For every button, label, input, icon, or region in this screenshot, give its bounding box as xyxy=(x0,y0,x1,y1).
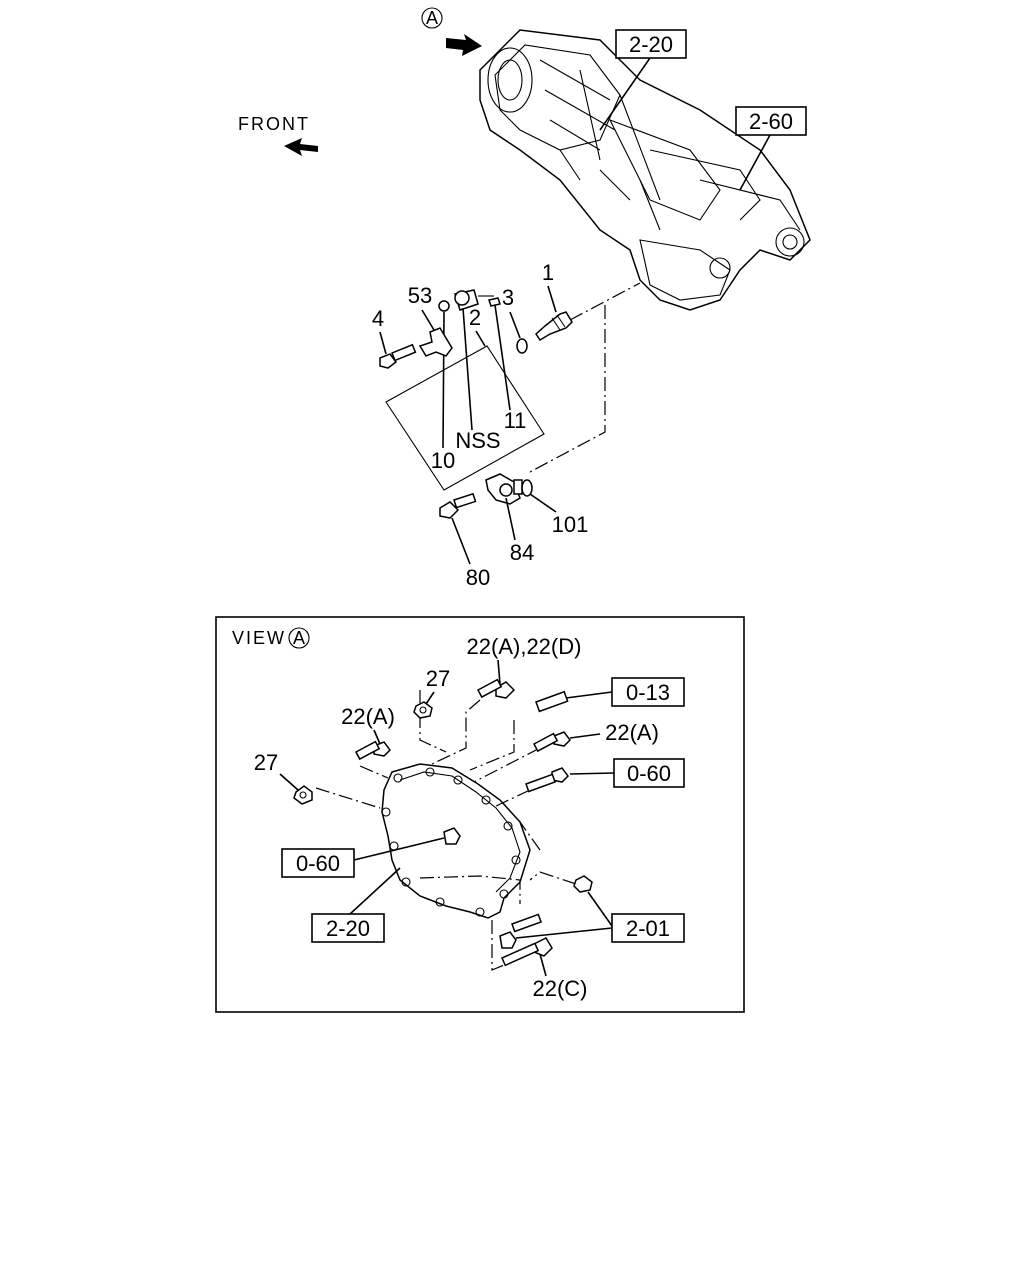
leader-2-01-lower xyxy=(515,927,613,939)
label-22c: 22(C) xyxy=(532,976,587,1001)
view-marker-text: A xyxy=(426,8,438,28)
leader-2-01-upper xyxy=(587,891,613,927)
ref-transmission-text: 2-20 xyxy=(629,32,673,57)
bolt-22a-left xyxy=(354,740,391,761)
ref-box-transmission xyxy=(615,29,687,59)
leader-nss xyxy=(462,307,473,431)
leader-0-60-left xyxy=(353,837,445,861)
leader-2-60 xyxy=(739,134,771,191)
label-part-53: 53 xyxy=(408,283,432,308)
dowel-0-13 xyxy=(535,690,569,713)
part-10-plug xyxy=(438,300,450,312)
ref-box-0-60-right xyxy=(613,758,685,788)
part-84-plate xyxy=(485,473,523,505)
leader-2-20-view xyxy=(349,867,401,915)
nut-2-01-lower xyxy=(499,913,543,949)
ref-2-20-view-text: 2-20 xyxy=(326,916,370,941)
view-direction-arrow xyxy=(446,34,482,56)
part-53-clip xyxy=(418,327,453,357)
label-27-left: 27 xyxy=(254,750,278,775)
leader-part-3 xyxy=(509,311,521,339)
cover-plate-illustration xyxy=(381,763,531,919)
leader-22a-left xyxy=(373,729,381,745)
nut-27-top xyxy=(413,701,433,719)
view-marker-callout: A xyxy=(421,7,443,29)
view-title-marker-circle xyxy=(288,627,310,649)
label-part-3: 3 xyxy=(502,285,514,310)
bolt-22a-right xyxy=(532,731,571,753)
part-2-kit-box xyxy=(385,345,545,491)
ref-0-13-text: 0-13 xyxy=(626,680,670,705)
leader-27-top xyxy=(425,691,435,705)
label-part-80: 80 xyxy=(466,565,490,590)
leader-22c xyxy=(539,953,547,977)
view-title-marker: A xyxy=(293,628,305,648)
ref-box-0-60-left xyxy=(281,848,355,878)
label-part-1: 1 xyxy=(542,260,554,285)
label-nss: NSS xyxy=(455,428,500,453)
bolt-0-60-right xyxy=(525,767,569,793)
part-101-oring xyxy=(521,479,533,497)
ref-transfer-text: 2-60 xyxy=(749,109,793,134)
leader-22ad xyxy=(497,659,501,685)
part-80-bolt xyxy=(439,492,477,519)
leader-0-60-right xyxy=(569,772,615,775)
leader-27-left xyxy=(279,773,299,791)
leader-0-13 xyxy=(565,691,613,699)
leader-part-1 xyxy=(547,285,557,313)
ref-2-01-text: 2-01 xyxy=(626,916,670,941)
label-part-2: 2 xyxy=(469,305,481,330)
leader-part-84 xyxy=(505,497,516,541)
ref-0-60-right-text: 0-60 xyxy=(627,761,671,786)
nut-27-left xyxy=(293,785,313,805)
label-part-101: 101 xyxy=(552,512,589,537)
part-4-bolt xyxy=(379,343,417,369)
label-part-4: 4 xyxy=(372,306,384,331)
leader-part-80 xyxy=(451,517,471,565)
nut-2-01-upper xyxy=(573,875,593,893)
leader-part-53 xyxy=(421,309,435,331)
part-11-pin xyxy=(488,297,501,307)
leader-part-2 xyxy=(475,330,486,347)
front-label: FRONT xyxy=(238,114,310,134)
leader-part-4 xyxy=(379,331,387,355)
transmission-assembly-illustration xyxy=(479,29,811,311)
install-line-switch xyxy=(569,282,641,321)
label-22a-left: 22(A) xyxy=(341,704,395,729)
nss-switch xyxy=(454,289,494,311)
part-3-washer xyxy=(516,338,528,354)
ref-box-0-13 xyxy=(611,677,685,707)
leader-2-20 xyxy=(599,57,651,131)
ref-box-transfer xyxy=(735,106,807,136)
label-part-84: 84 xyxy=(510,540,534,565)
label-27-top: 27 xyxy=(426,666,450,691)
front-direction-arrow xyxy=(284,138,318,156)
bolt-22c xyxy=(501,937,553,967)
label-22ad: 22(A),22(D) xyxy=(467,634,582,659)
ref-box-2-20-view xyxy=(311,913,385,943)
label-part-10: 10 xyxy=(431,448,455,473)
view-title: VIEW xyxy=(232,628,286,648)
ref-0-60-left-text: 0-60 xyxy=(296,851,340,876)
label-part-11: 11 xyxy=(504,408,527,433)
install-line-plate xyxy=(529,305,606,473)
label-22a-right: 22(A) xyxy=(605,720,659,745)
leader-part-101 xyxy=(529,493,557,513)
leader-part-11 xyxy=(494,304,511,411)
bolt-22ad xyxy=(476,678,516,699)
leader-22a-right xyxy=(569,733,601,739)
part-1-sensor xyxy=(535,311,573,342)
